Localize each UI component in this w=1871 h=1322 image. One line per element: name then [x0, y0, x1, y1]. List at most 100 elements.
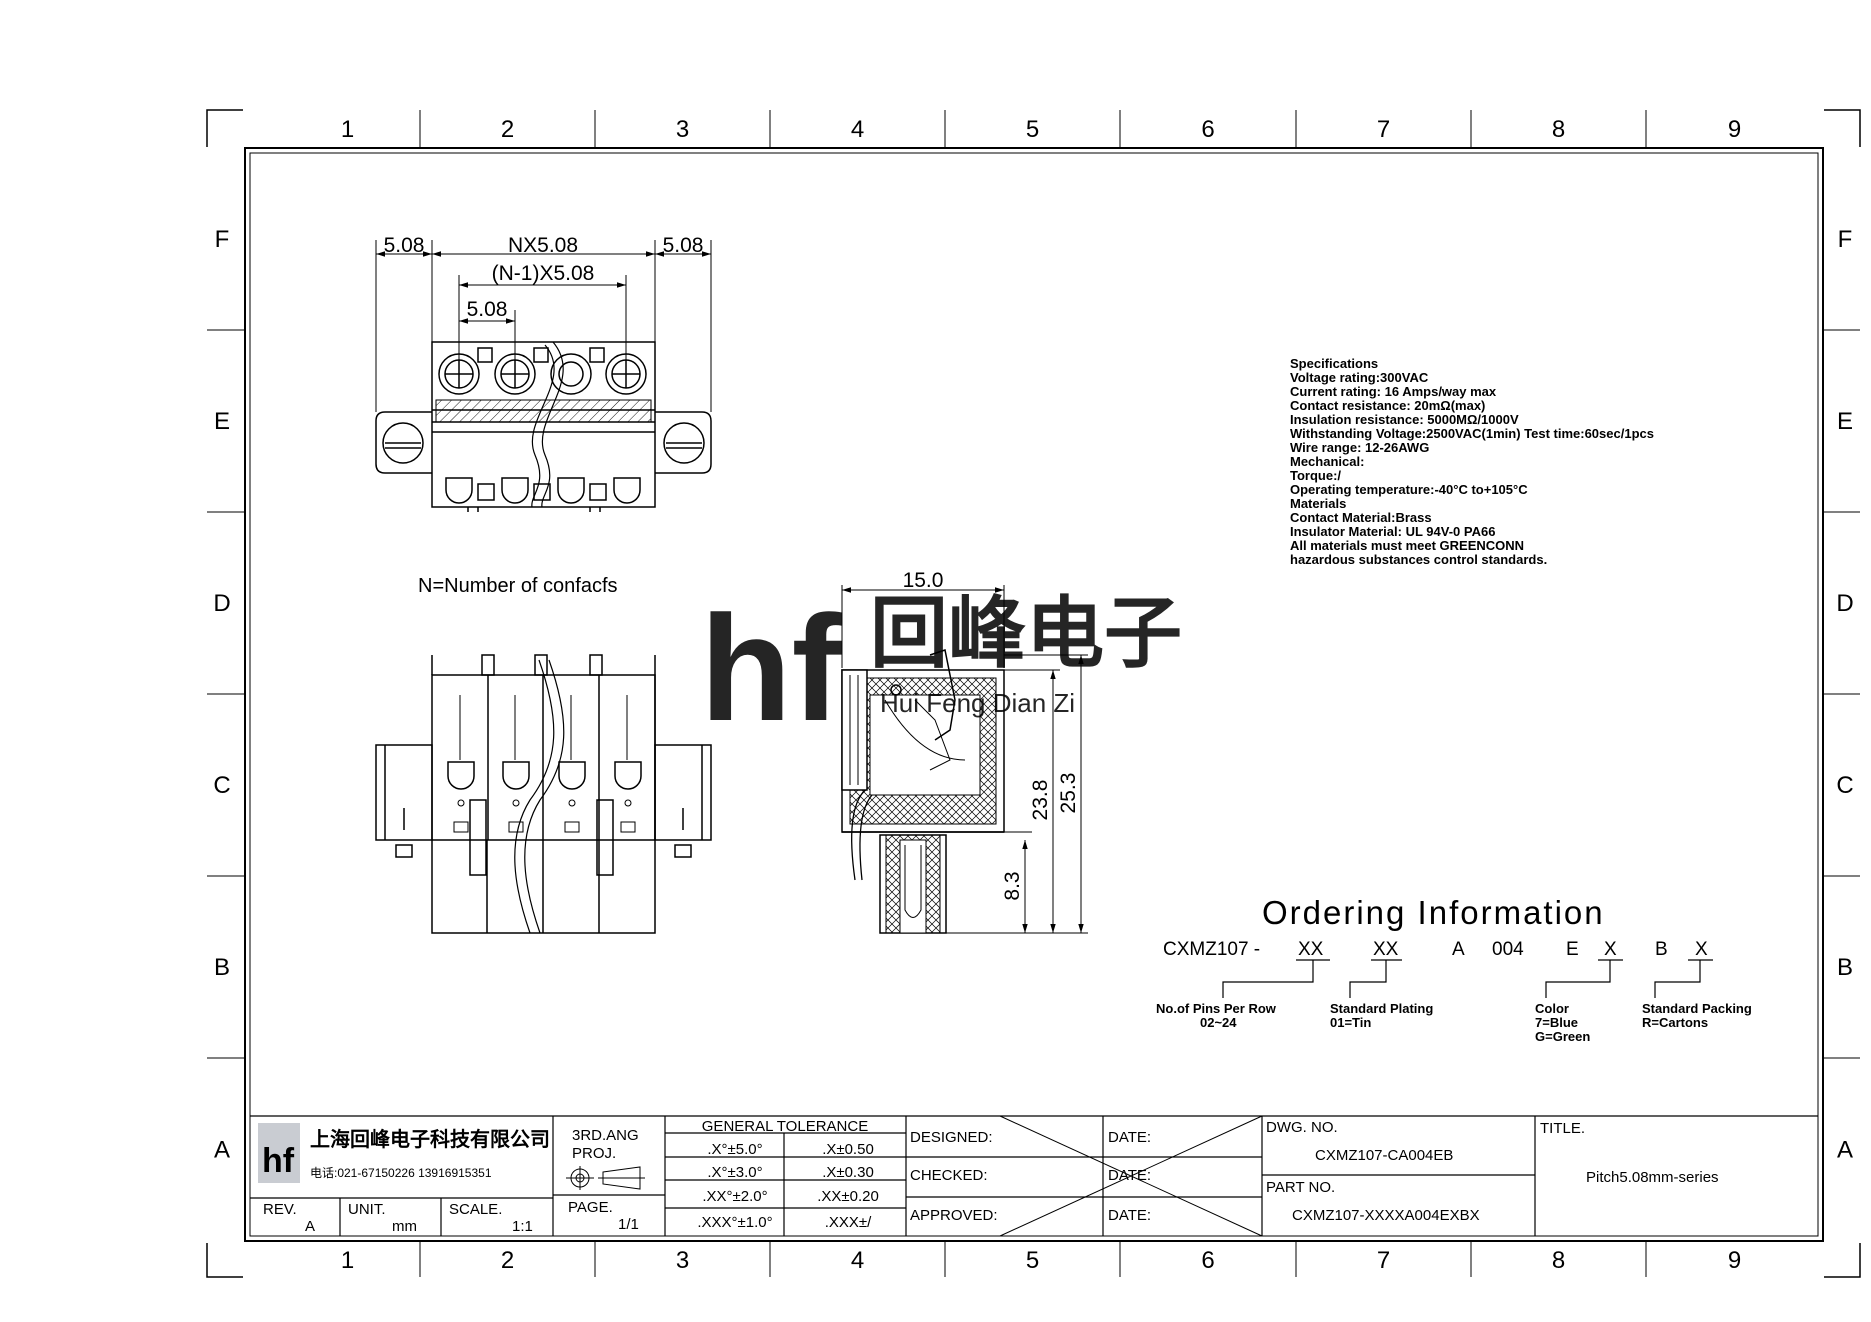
spec-line: Torque:/ — [1290, 468, 1341, 483]
spec-line: Withstanding Voltage:2500VAC(1min) Test … — [1290, 426, 1654, 441]
grid-col-label: 2 — [501, 1247, 514, 1274]
note-pins-title: No.of Pins Per Row — [1156, 1001, 1277, 1016]
date-label-checked: DATE: — [1108, 1167, 1151, 1184]
grid-row-label: F — [215, 226, 230, 253]
tolerance-angle: .X°±3.0° — [707, 1164, 762, 1181]
grid-col-label: 4 — [851, 1247, 864, 1274]
ordering-letter-b: B — [1655, 939, 1668, 960]
projection-symbol-icon — [566, 1166, 645, 1190]
tolerance-angle: .XX°±2.0° — [702, 1188, 767, 1205]
grid-col-label: 8 — [1552, 116, 1565, 143]
ordering-letter-a: A — [1452, 939, 1465, 960]
tolerance-title: GENERAL TOLERANCE — [702, 1118, 868, 1135]
tolerance-linear: .X±0.30 — [822, 1164, 874, 1181]
dim-pin-height: 8.3 — [1001, 871, 1024, 900]
ordering-code: 004 — [1492, 939, 1524, 960]
grid-row-label: D — [1836, 590, 1853, 617]
dim-total-width: NX5.08 — [508, 234, 578, 257]
ordering-field-plating: XX — [1373, 939, 1399, 960]
grid-row-label: B — [214, 954, 230, 981]
grid-row-label: C — [1836, 772, 1853, 799]
contact-cavity — [447, 761, 475, 790]
spec-line: Wire range: 12-26AWG — [1290, 440, 1429, 455]
tolerance-angle: .XXX°±1.0° — [697, 1214, 772, 1231]
grid-row-label: E — [1837, 408, 1853, 435]
spec-line: Materials — [1290, 496, 1346, 511]
contact-cavity — [502, 761, 530, 790]
dim-pitch: 5.08 — [467, 298, 508, 321]
grid-row-label: A — [1837, 1137, 1853, 1164]
spec-line: Mechanical: — [1290, 454, 1364, 469]
date-label-approved: DATE: — [1108, 1207, 1151, 1224]
note-color-title: Color — [1535, 1001, 1569, 1016]
dim-inner-span: (N-1)X5.08 — [492, 262, 595, 285]
spec-line: Specifications — [1290, 356, 1378, 371]
unit-label: UNIT. — [348, 1201, 386, 1218]
grid-row-label: E — [214, 408, 230, 435]
grid-col-label: 3 — [676, 1247, 689, 1274]
grid-row-label: C — [213, 772, 230, 799]
designed-label: DESIGNED: — [910, 1129, 993, 1146]
spec-line: Insulator Material: UL 94V-0 PA66 — [1290, 524, 1495, 539]
rev-value: A — [305, 1218, 315, 1235]
grid-col-label: 9 — [1728, 116, 1741, 143]
dwg-value: CXMZ107-CA004EB — [1315, 1147, 1453, 1164]
note-color-blue: 7=Blue — [1535, 1015, 1578, 1030]
dim-depth: 15.0 — [903, 569, 944, 592]
note-pins-value: 02~24 — [1200, 1015, 1237, 1030]
title-label: TITLE. — [1540, 1120, 1585, 1137]
title-value: Pitch5.08mm-series — [1586, 1169, 1719, 1186]
wire-entry — [558, 361, 584, 387]
grid-col-label: 1 — [341, 1247, 354, 1274]
spec-line: Operating temperature:-40°C to+105°C — [1290, 482, 1528, 497]
company-logo-icon: hf — [262, 1142, 295, 1180]
note-packing-title: Standard Packing — [1642, 1001, 1752, 1016]
ordering-letter-e: E — [1566, 939, 1579, 960]
grid-col-label: 6 — [1201, 116, 1214, 143]
spec-line: Voltage rating:300VAC — [1290, 370, 1429, 385]
grid-row-label: F — [1838, 226, 1853, 253]
contacts-note: N=Number of confacfs — [418, 575, 618, 597]
spec-line: hazardous substances control standards. — [1290, 552, 1547, 567]
ordering-field-packing: X — [1695, 939, 1708, 960]
watermark-pinyin: Hui Feng Dian Zi — [880, 688, 1075, 718]
screw-hole — [438, 353, 480, 395]
checked-label: CHECKED: — [910, 1167, 988, 1184]
spec-line: Contact resistance: 20mΩ(max) — [1290, 398, 1485, 413]
dim-left-margin: 5.08 — [384, 234, 425, 257]
watermark-logo-icon: hf — [700, 584, 843, 752]
grid-col-label: 9 — [1728, 1247, 1741, 1274]
dim-total-height: 25.3 — [1057, 773, 1080, 814]
tolerance-linear: .XXX±/ — [825, 1214, 872, 1231]
part-label: PART NO. — [1266, 1179, 1335, 1196]
grid-col-label: 8 — [1552, 1247, 1565, 1274]
dimension-labels: 5.08 NX5.08 5.08 (N-1)X5.08 5.08 15.0 23… — [384, 234, 1080, 901]
spec-line: Insulation resistance: 5000MΩ/1000V — [1290, 412, 1519, 427]
company-logo: hf 上海回峰电子科技有限公司 电话:021-67150226 13916915… — [258, 1123, 550, 1183]
grid-col-label: 4 — [851, 116, 864, 143]
ordering-title: Ordering Information — [1262, 894, 1605, 931]
spec-line: Current rating: 16 Amps/way max — [1290, 384, 1497, 399]
ordering-information: Ordering Information CXMZ107 - XX XX A 0… — [1156, 894, 1752, 1044]
note-plating-value: 01=Tin — [1330, 1015, 1371, 1030]
side-view — [841, 585, 1088, 934]
projection-label-2: PROJ. — [572, 1145, 616, 1162]
watermark: hf 回峰电子 Hui Feng Dian Zi — [700, 584, 1182, 752]
contact-cavity — [614, 761, 642, 790]
note-plating-title: Standard Plating — [1330, 1001, 1433, 1016]
dim-body-height: 23.8 — [1029, 780, 1052, 821]
grid-row-label: D — [213, 590, 230, 617]
dim-right-margin: 5.08 — [663, 234, 704, 257]
page-value: 1/1 — [618, 1216, 639, 1233]
company-name-cn: 上海回峰电子科技有限公司 — [310, 1127, 550, 1151]
grid-col-label: 5 — [1026, 1247, 1039, 1274]
approved-label: APPROVED: — [910, 1207, 998, 1224]
part-value: CXMZ107-XXXXA004EXBX — [1292, 1207, 1480, 1224]
grid-row-label: B — [1837, 954, 1853, 981]
title-block: hf 上海回峰电子科技有限公司 电话:021-67150226 13916915… — [250, 1115, 1818, 1237]
grid-col-label: 5 — [1026, 116, 1039, 143]
tolerance-angle: .X°±5.0° — [707, 1141, 762, 1158]
watermark-text: 回峰电子 — [870, 589, 1182, 677]
